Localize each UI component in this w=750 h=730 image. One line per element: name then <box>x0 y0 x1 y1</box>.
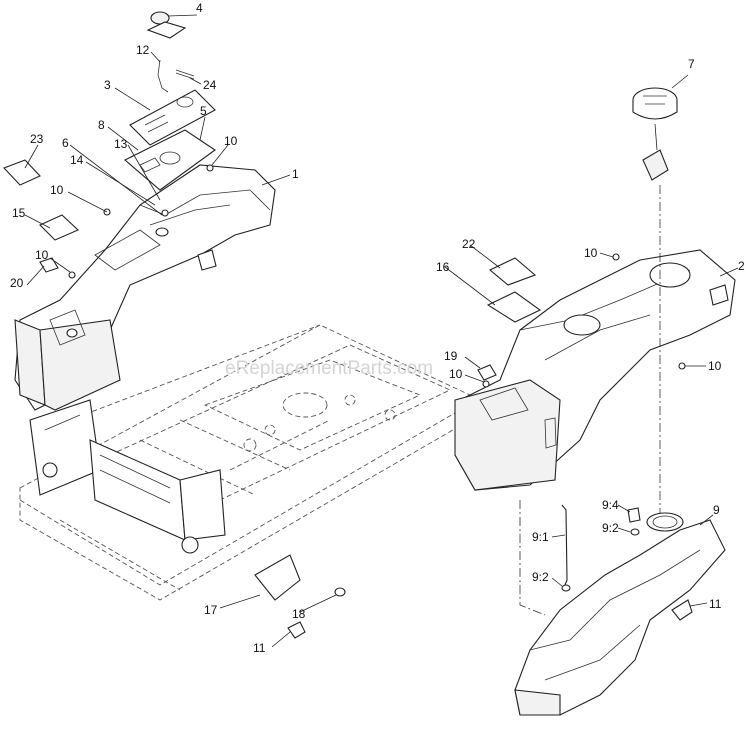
callout-1: 1 <box>292 167 299 181</box>
callout-11-a: 11 <box>709 597 722 611</box>
fuel-line <box>561 504 568 586</box>
clamp-9-2-lower <box>561 584 571 592</box>
switch-19 <box>477 364 497 381</box>
callout-9-1: 9:1 <box>532 530 549 544</box>
callout-16: 16 <box>436 260 450 274</box>
panel-16 <box>486 291 542 323</box>
centerline-tank-left <box>519 500 546 616</box>
callout-10-b: 10 <box>50 183 64 197</box>
callout-9-2-a: 9:2 <box>602 521 619 535</box>
callout-5: 5 <box>200 104 207 118</box>
right-console-pod <box>454 249 736 491</box>
decal-panel <box>129 89 216 146</box>
callout-15: 15 <box>12 206 26 220</box>
callout-14: 14 <box>70 153 84 167</box>
callout-10-f: 10 <box>708 359 722 373</box>
callout-4: 4 <box>196 1 203 15</box>
callout-9-4: 9:4 <box>602 498 619 512</box>
clip-11-right <box>671 599 693 621</box>
fitting-9-4 <box>627 507 641 523</box>
callout-22: 22 <box>462 237 476 251</box>
callout-10-c: 10 <box>35 248 49 262</box>
decal-23 <box>3 159 41 186</box>
callout-2: 2 <box>738 259 745 273</box>
callout-13: 13 <box>114 137 128 151</box>
callout-6: 6 <box>62 136 69 150</box>
callout-10-d: 10 <box>584 246 598 260</box>
callout-12: 12 <box>136 43 150 57</box>
screws-right <box>482 253 686 388</box>
callout-9-2-b: 9:2 <box>532 570 549 584</box>
callout-11-b: 11 <box>253 641 266 655</box>
switch-20 <box>39 257 59 273</box>
callout-numbers: 4 12 24 3 8 5 23 13 6 14 10 1 10 15 10 2… <box>10 1 745 655</box>
callout-17: 17 <box>204 603 218 617</box>
left-console-pod <box>14 164 276 411</box>
callout-3: 3 <box>104 78 111 92</box>
clamp-9-2-upper <box>630 528 640 536</box>
callout-23: 23 <box>30 132 44 146</box>
callout-10-a: 10 <box>224 134 238 148</box>
clip-18 <box>334 587 346 597</box>
callout-9: 9 <box>713 503 720 517</box>
decal-15 <box>39 214 79 241</box>
callout-20: 20 <box>10 276 24 290</box>
callout-19: 19 <box>444 349 458 363</box>
throttle-knob <box>146 11 187 39</box>
watermark: eReplacementParts.com <box>225 358 433 379</box>
callout-18: 18 <box>292 607 306 621</box>
leader-lines <box>24 14 739 648</box>
callout-10-e: 10 <box>449 367 463 381</box>
callout-24: 24 <box>203 78 217 92</box>
fuel-tank <box>514 512 726 716</box>
fuel-cap <box>632 87 678 181</box>
callout-7: 7 <box>688 57 695 71</box>
throttle-cable <box>157 59 169 93</box>
front-frame-bracket <box>29 399 226 554</box>
retaining-pin <box>175 69 195 80</box>
clip-11-left <box>287 621 306 639</box>
bracket-17 <box>254 554 301 601</box>
callout-8: 8 <box>98 118 105 132</box>
decal-22 <box>488 257 537 286</box>
